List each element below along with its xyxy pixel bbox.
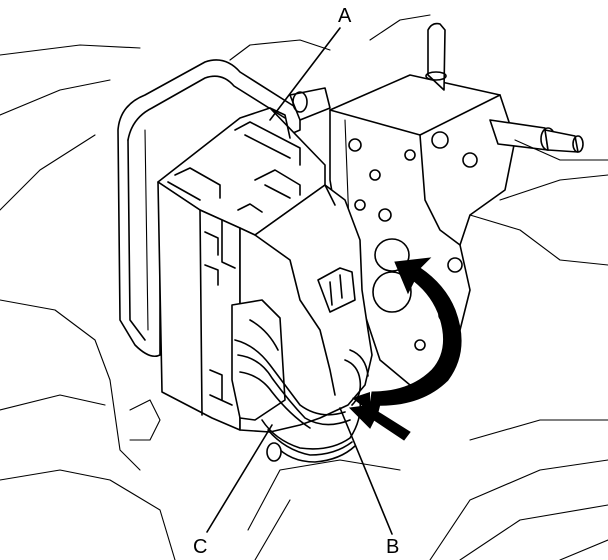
callout-c-label: C <box>193 536 207 558</box>
callout-a: A <box>269 5 352 121</box>
push-arrow <box>348 403 411 441</box>
hydraulic-modulator-block <box>329 22 608 386</box>
callout-c-leader <box>206 424 273 533</box>
callout-b-leader <box>339 407 393 535</box>
callout-a-leader <box>269 27 341 121</box>
connector-body <box>157 107 373 433</box>
callout-b-label: B <box>386 536 399 558</box>
callout-a-label: A <box>338 5 352 27</box>
background-lines <box>0 14 608 560</box>
callout-b: B <box>339 407 399 558</box>
wire-harness <box>234 319 369 463</box>
callout-c: C <box>193 424 273 558</box>
